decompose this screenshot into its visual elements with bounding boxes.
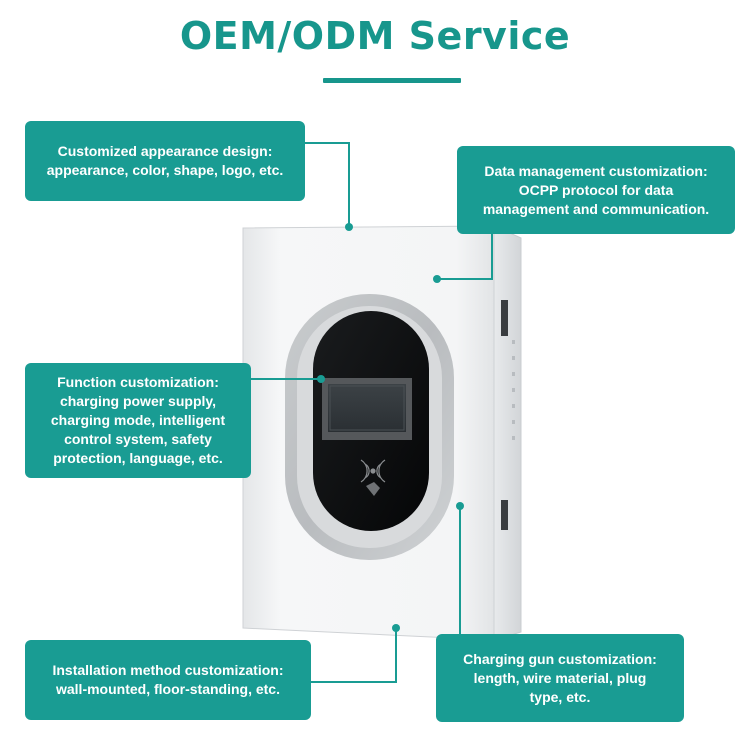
callout-data-management: Data management customization: OCPP prot… (457, 146, 735, 234)
connector-appearance-h (305, 142, 350, 144)
lcd-highlight (329, 385, 405, 431)
callout-charging-gun: Charging gun customization: length, wire… (436, 634, 684, 722)
lcd-screen (328, 384, 406, 432)
connector-gun-dot (456, 502, 464, 510)
connector-data-h (437, 278, 493, 280)
side-port-bottom (501, 500, 508, 530)
connector-data-v (491, 234, 493, 280)
connector-installation-dot (392, 624, 400, 632)
callout-function: Function customization: charging power s… (25, 363, 251, 478)
rfid-icon (360, 459, 386, 496)
side-vents (512, 340, 515, 440)
connector-appearance-dot (345, 223, 353, 231)
connector-function-dot (317, 375, 325, 383)
callout-installation: Installation method customization: wall-… (25, 640, 311, 720)
page-title: OEM/ODM Service (179, 14, 571, 58)
connector-data-dot (433, 275, 441, 283)
connector-function-h (251, 378, 321, 380)
connector-installation-v (395, 628, 397, 683)
connector-appearance-v (348, 142, 350, 226)
connector-gun-v (459, 506, 461, 634)
side-port-top (501, 300, 508, 336)
title-underline (323, 78, 461, 83)
charger-side-panel (493, 225, 522, 641)
callout-appearance: Customized appearance design: appearance… (25, 121, 305, 201)
connector-installation-h (311, 681, 397, 683)
